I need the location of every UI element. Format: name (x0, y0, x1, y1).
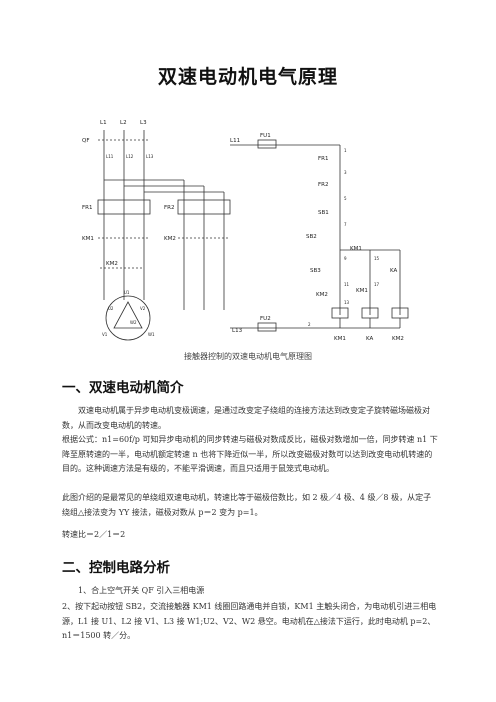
label-v1: V1 (102, 332, 108, 337)
coil-label-km2: KM2 (392, 336, 404, 342)
section-heading-control: 二、控制电路分析 (62, 560, 170, 576)
coil-label-km1: KM1 (334, 336, 346, 342)
label-sb3: SB3 (310, 268, 321, 274)
control-paragraph-2: 2、按下起动按钮 SB2，交流接触器 KM1 线圈回路通电并自锁，KM1 主触头… (62, 602, 437, 640)
node-9: 9 (344, 256, 347, 261)
intro-paragraph-1: 双速电动机属于异步电动机变极调速，是通过改变定子绕组的连接方法达到改变定子旋转磁… (62, 406, 430, 430)
label-fu2: FU2 (260, 316, 271, 322)
label-sb2: SB2 (306, 234, 317, 240)
label-u2: U2 (108, 306, 114, 311)
label-km2-ctrl: KM2 (316, 292, 328, 298)
label-w1: W1 (148, 332, 155, 337)
node-15: 15 (374, 256, 380, 261)
label-km1: KM1 (82, 236, 94, 242)
node-11: 11 (344, 282, 350, 287)
label-u1: U1 (124, 290, 130, 295)
speed-ratio: 转速比＝2／1＝2 (62, 530, 126, 539)
label-fr2-ctrl: FR2 (318, 182, 328, 188)
intro-paragraph-2: 根据公式：n1=60f/p 可知异步电动机的同步转速与磁极对数成反比，磁极对数增… (62, 435, 438, 473)
label-sb1: SB1 (318, 210, 329, 216)
node-5: 5 (344, 196, 347, 201)
label-v2: V2 (140, 306, 146, 311)
coil-label-ka: KA (366, 336, 374, 342)
node-13: 13 (344, 300, 350, 305)
label-fr2: FR2 (164, 205, 174, 211)
node-7: 7 (344, 222, 347, 227)
label-km1-ctrl2: KM1 (356, 288, 368, 294)
label-l11: L11 (106, 154, 114, 159)
label-fu1: FU1 (260, 133, 271, 139)
intro-paragraph-3: 此图介绍的是最常见的单绕组双速电动机，转速比等于磁极倍数比，如 2 极／4 极、… (62, 493, 432, 517)
node-17: 17 (374, 282, 380, 287)
label-km1-ctrl: KM1 (350, 246, 362, 252)
diagram-caption: 接触器控制的双速电动机电气原理图 (184, 352, 312, 361)
node-2: 2 (308, 322, 311, 327)
page-title: 双速电动机电气原理 (157, 66, 338, 88)
label-l12: L12 (126, 154, 134, 159)
control-paragraph-1: 1、合上空气开关 QF 引入三相电源 (78, 586, 205, 595)
label-w2: W2 (130, 320, 137, 325)
label-l13-ctrl: L13 (232, 328, 243, 334)
node-3: 3 (344, 170, 347, 175)
label-ka: KA (390, 268, 398, 274)
label-l3: L3 (140, 120, 147, 126)
label-fr1-ctrl: FR1 (318, 156, 328, 162)
label-km2b: KM2 (106, 261, 118, 267)
label-l2: L2 (120, 120, 127, 126)
label-qf: QF (82, 138, 90, 144)
label-l11-ctrl: L11 (230, 138, 240, 144)
label-fr1: FR1 (82, 205, 92, 211)
node-1: 1 (344, 148, 347, 153)
label-km2: KM2 (164, 236, 176, 242)
label-l1: L1 (100, 120, 107, 126)
label-l13: L13 (146, 154, 154, 159)
wiring-diagram: L1 L2 L3 QF L11 L12 L13 FR1 FR2 KM1 KM2 … (82, 120, 409, 342)
section-heading-intro: 一、双速电动机简介 (62, 380, 184, 396)
